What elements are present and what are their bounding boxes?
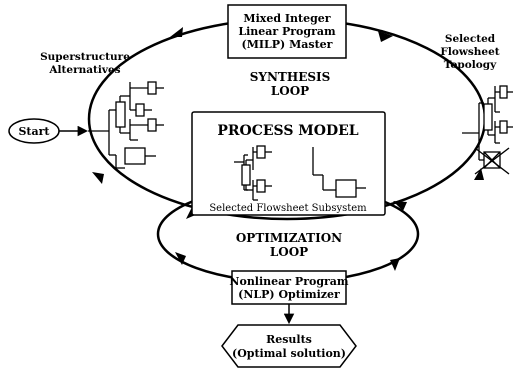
topology-label-2: Flowsheet [440, 46, 499, 58]
arrowhead-bottom-left [175, 252, 186, 265]
synthesis-loop-label-2: LOOP [271, 84, 309, 98]
arrowhead-top-right [378, 31, 393, 42]
arrowhead-left [92, 172, 104, 184]
superstructure-label-1: Superstructure [40, 51, 130, 63]
subsystem-right-flowsheet [312, 147, 366, 198]
superstructure-label-2: Alternatives [48, 64, 120, 76]
synthesis-loop-label-1: SYNTHESIS [250, 70, 331, 84]
superstructure-flowsheet [88, 81, 164, 169]
selected-topology-flowsheet [462, 85, 513, 175]
start-label: Start [18, 125, 50, 138]
results-line-2: (Optimal solution) [232, 347, 346, 360]
arrowhead-bottom-right [390, 258, 400, 271]
topology-label-3: Topology [444, 59, 497, 71]
arrowhead-center-right [393, 201, 407, 211]
optimization-loop-label-1: OPTIMIZATION [236, 231, 342, 245]
loop-arrowheads [92, 27, 484, 271]
process-model-title: PROCESS MODEL [217, 123, 358, 139]
nlp-box [231, 270, 347, 305]
process-model-caption: Selected Flowsheet Subsystem [209, 203, 367, 214]
nlp-line-1: Nonlinear Program [229, 275, 349, 288]
milp-line-3: (MILP) Master [242, 38, 333, 51]
subsystem-left-flowsheet [234, 145, 272, 201]
milp-line-1: Mixed Integer [243, 12, 330, 25]
arrowhead-top-left [170, 27, 183, 37]
milp-box [227, 4, 347, 59]
milp-line-2: Linear Program [238, 25, 336, 38]
optimization-loop-label-2: LOOP [270, 245, 308, 259]
results-hexagon [221, 324, 357, 368]
arrowhead-right [474, 168, 484, 180]
nlp-line-2: (NLP) Optimizer [238, 288, 340, 301]
results-line-1: Results [266, 333, 312, 346]
topology-label-1: Selected [445, 33, 496, 45]
